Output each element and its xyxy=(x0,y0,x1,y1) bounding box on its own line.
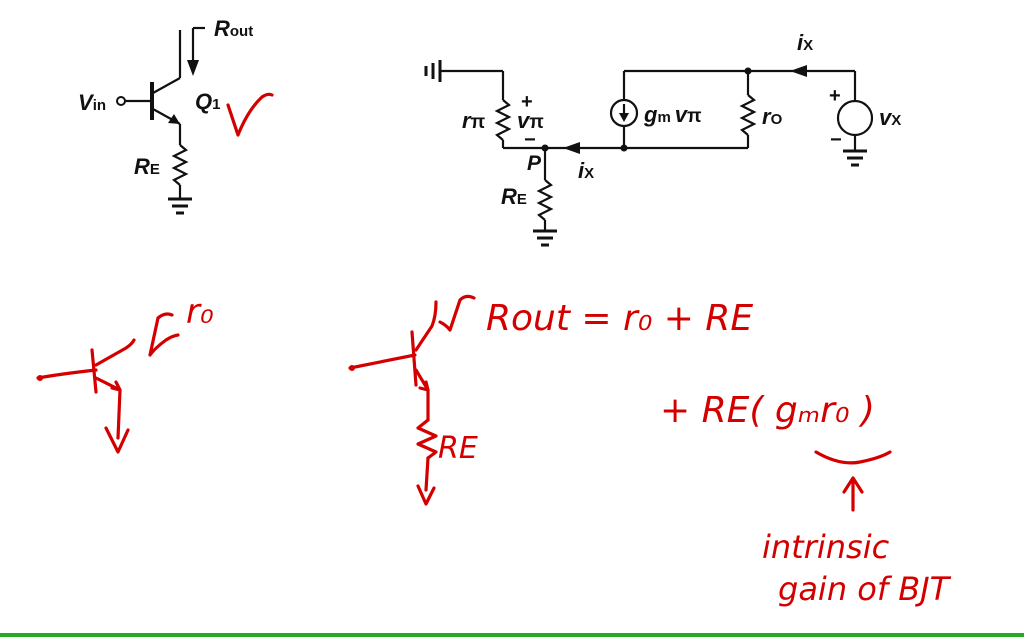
vx-minus: − xyxy=(830,129,842,151)
rpi-resistor xyxy=(494,99,512,141)
vx-label: vX xyxy=(879,105,901,130)
vpi-plus: + xyxy=(521,91,533,113)
re-model-label: RE xyxy=(501,184,527,209)
ground-model-icon xyxy=(533,229,557,247)
underbrace-icon xyxy=(814,450,892,465)
rout-label: Rout xyxy=(214,16,253,41)
q1-label: Q1 xyxy=(195,89,220,114)
ground-left-icon xyxy=(424,60,442,82)
sketch-transistor-middle xyxy=(348,294,476,506)
vx-plus: + xyxy=(829,85,841,107)
rout-equation-line2: + RE( gₘr₀ ) xyxy=(660,390,875,431)
sketch-transistor-left xyxy=(36,312,180,454)
rout-equation: Rout = r₀ + RE xyxy=(486,298,753,339)
rout-arrow-icon xyxy=(187,60,199,76)
re-resistor xyxy=(171,144,189,186)
input-terminal xyxy=(116,96,126,106)
caption-intrinsic: intrinsic xyxy=(762,528,890,566)
ground-vx-icon xyxy=(843,149,867,167)
vin-label: Vin xyxy=(78,90,106,115)
caption-gain: gain of BJT xyxy=(778,570,952,608)
vpi-minus: − xyxy=(524,129,536,151)
ix-label: iX xyxy=(578,158,594,183)
vpi-label: vπ xyxy=(517,108,544,133)
node-p-label: P xyxy=(527,152,542,175)
ix-top-label: iX xyxy=(797,30,813,55)
voltage-source-icon xyxy=(836,99,874,137)
ground-icon xyxy=(168,197,192,215)
ix-arrow-icon xyxy=(563,142,580,154)
re-note: RE xyxy=(438,431,478,466)
re-model-resistor xyxy=(536,179,554,221)
collector-lead xyxy=(152,77,181,94)
up-arrow-icon xyxy=(842,476,864,512)
ro-label: rO xyxy=(762,104,783,129)
ro-resistor xyxy=(739,94,757,136)
ix-top-arrow-icon xyxy=(790,65,807,77)
ro-note: r₀ xyxy=(186,292,214,332)
bjt-degenerated-circuit: Vin Q1 RE Rout xyxy=(78,16,253,215)
check-mark-icon xyxy=(226,92,274,137)
rpi-label: rπ xyxy=(462,108,486,133)
emitter-arrow xyxy=(168,114,180,124)
re-label: RE xyxy=(134,154,160,179)
bottom-divider xyxy=(0,633,1024,637)
